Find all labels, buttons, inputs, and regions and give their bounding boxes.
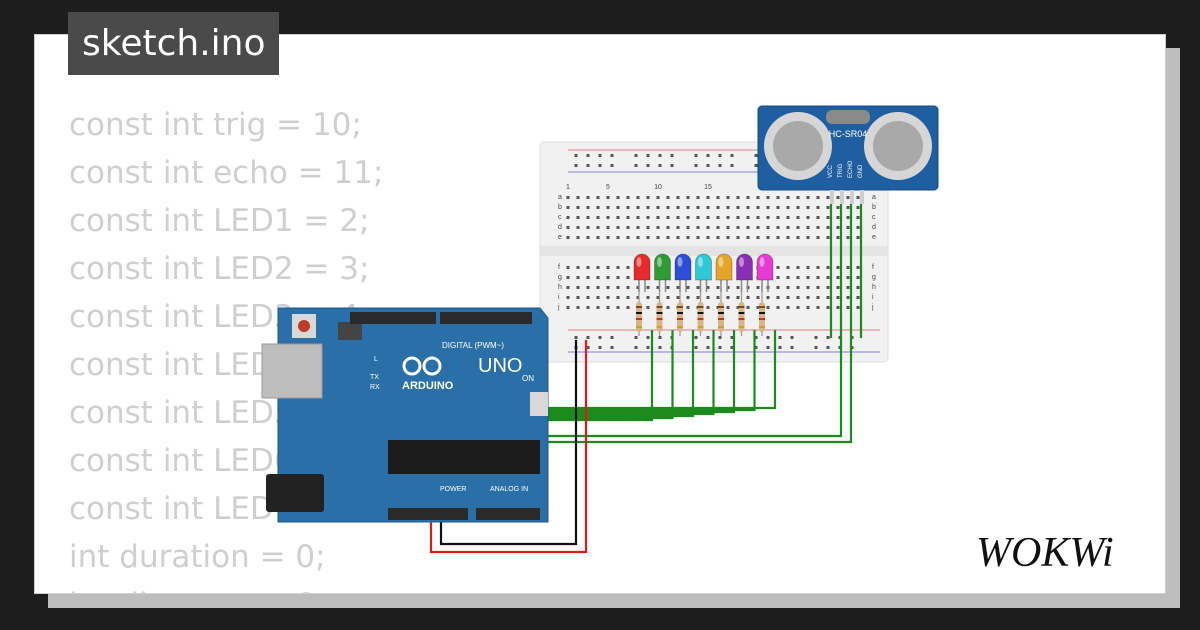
code-line: const int echo = 11; <box>69 155 384 191</box>
column-number: 15 <box>704 184 712 191</box>
power-jack <box>266 474 324 512</box>
row-letter: j <box>871 304 874 311</box>
led[interactable] <box>633 253 651 292</box>
row-letter: e <box>558 234 562 241</box>
breadboard[interactable]: 1510152530aabbccddeeffgghhiijj <box>539 141 889 363</box>
led[interactable] <box>756 253 774 292</box>
arduino-uno[interactable]: UNO ARDUINO DIGITAL (PWM~) ANALOG IN POW… <box>261 307 549 523</box>
row-letter: i <box>558 294 560 301</box>
wokwi-logo-text: WOKWi <box>976 530 1114 576</box>
analog-label: ANALOG IN <box>490 486 528 493</box>
sensor-pin-label: GND <box>858 164 864 178</box>
sensor-pin-label: TRIG <box>838 163 844 178</box>
reset-button[interactable] <box>298 320 310 332</box>
row-letter: f <box>558 264 560 271</box>
digital-label: DIGITAL (PWM~) <box>442 341 504 350</box>
led[interactable] <box>695 253 712 292</box>
sensor-pin[interactable] <box>850 190 854 204</box>
led[interactable] <box>674 253 692 292</box>
row-letter: e <box>872 234 876 241</box>
row-letter: c <box>558 214 562 221</box>
l-label: L <box>374 356 378 363</box>
sensor-model-label: HC-SR04 <box>829 129 868 139</box>
board-model-label: UNO <box>478 355 522 377</box>
row-letter: h <box>558 284 562 291</box>
sensor-pin[interactable] <box>860 190 864 204</box>
microcontroller-chip <box>388 440 540 474</box>
resistor[interactable] <box>656 292 663 336</box>
row-letter: b <box>872 204 876 211</box>
power-label: POWER <box>440 486 466 493</box>
usb-port <box>261 343 323 399</box>
sensor-pin[interactable] <box>830 190 834 204</box>
row-letter: j <box>557 304 560 311</box>
code-line: const int trig = 10; <box>69 107 362 143</box>
code-line: const int LED1 = 2; <box>69 203 370 239</box>
code-line: int duration = 0; <box>69 539 326 575</box>
sensor-pin-label: VCC <box>828 165 834 178</box>
vcc-wire <box>429 340 588 554</box>
resistor[interactable] <box>677 292 683 336</box>
row-letter: d <box>872 224 876 231</box>
resistor[interactable] <box>718 292 724 336</box>
resistor[interactable] <box>759 292 765 336</box>
tx-label: TX <box>370 374 379 381</box>
code-line: const int LED2 = 3; <box>69 251 370 287</box>
row-letter: b <box>558 204 562 211</box>
resistor[interactable] <box>738 292 745 336</box>
sensor-pin[interactable] <box>840 190 844 204</box>
row-letter: f <box>872 264 874 271</box>
brand-label: ARDUINO <box>402 380 454 392</box>
row-letter: c <box>872 214 876 221</box>
resistor[interactable] <box>636 292 642 336</box>
infinity-logo <box>402 356 442 376</box>
wokwi-logo: WOKWi <box>976 530 1114 576</box>
led-array[interactable] <box>633 253 774 336</box>
row-letter: d <box>558 224 562 231</box>
column-number: 10 <box>654 184 662 191</box>
file-tab[interactable]: sketch.ino <box>68 12 280 75</box>
on-label: ON <box>522 374 534 383</box>
column-number: 5 <box>606 184 610 191</box>
code-line: int distance = 0; <box>69 581 383 593</box>
sensor-pins: VCC TRIG ECHO GND <box>828 160 864 204</box>
row-letter: a <box>872 194 876 201</box>
resistor[interactable] <box>697 292 704 336</box>
row-letter: i <box>872 294 874 301</box>
led[interactable] <box>654 253 671 292</box>
row-letter: g <box>872 274 876 281</box>
sensor-pin-label: ECHO <box>848 160 854 178</box>
gnd-wire <box>439 340 578 546</box>
ultrasonic-sensor[interactable]: HC-SR04 VCC TRIG ECHO GND <box>757 105 939 204</box>
led[interactable] <box>736 253 753 292</box>
row-letter: g <box>558 274 562 281</box>
row-letter: a <box>558 194 562 201</box>
column-number: 1 <box>566 184 570 191</box>
rx-label: RX <box>370 384 380 391</box>
breadboard-holes <box>566 154 860 349</box>
row-letter: h <box>872 284 876 291</box>
led[interactable] <box>715 253 733 292</box>
